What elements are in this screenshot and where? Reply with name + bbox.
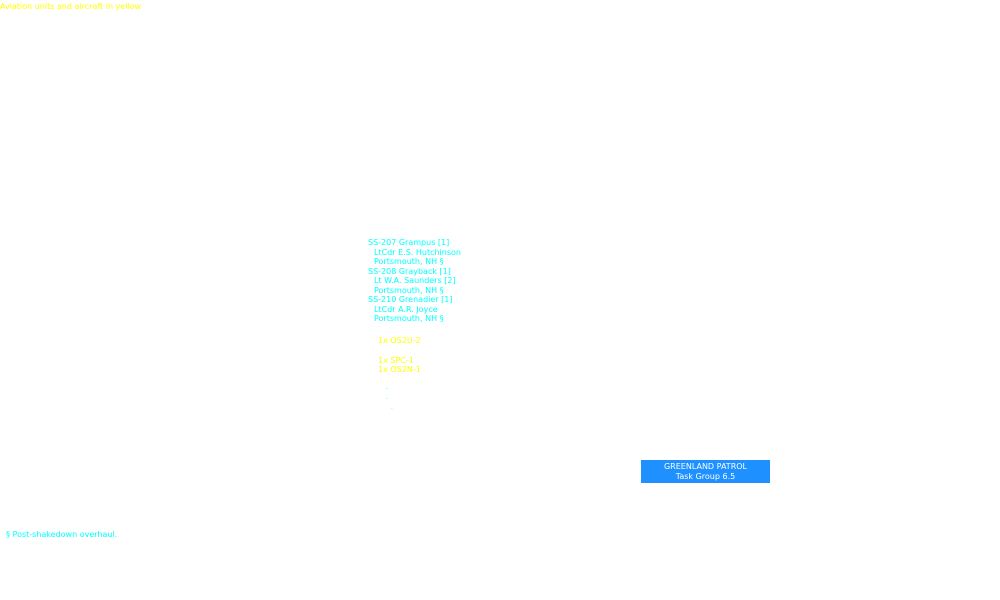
ship-commander: LtCdr E.S. Hutchinson [374,247,461,257]
ship-list: SS-207 Grampus [1] LtCdr E.S. Hutchinson… [368,238,461,324]
dot-mark: . [386,384,388,391]
ship-entry: SS-207 Grampus [1] LtCdr E.S. Hutchinson… [368,238,461,267]
patrol-box[interactable]: GREENLAND PATROL Task Group 6.5 [641,460,770,483]
ship-name[interactable]: SS-208 Grayback [1] [368,266,451,276]
aircraft-item: 1x SPC-1 [378,355,414,365]
ship-base: Portsmouth, NH § [374,285,444,295]
ship-entry: SS-210 Grenadier [1] LtCdr A.R. Joyce Po… [368,295,461,324]
separator-dots: . . . [386,383,393,413]
ship-name[interactable]: SS-210 Grenadier [1] [368,295,453,304]
ship-commander: Lt W.A. Saunders [2] [374,276,456,285]
legend-note: Aviation units and aircraft in yellow [0,2,142,11]
aircraft-item: 1x OS2U-2 [378,336,421,345]
aircraft-item: 1x OS2N-1 [378,365,421,374]
aircraft-gap [378,346,421,356]
ship-base: Portsmouth, NH § [374,314,444,323]
patrol-subtitle: Task Group 6.5 [675,472,736,481]
patrol-title: GREENLAND PATROL [663,462,747,471]
ship-entry: SS-208 Grayback [1] Lt W.A. Saunders [2]… [368,267,461,296]
dot-mark: . [391,404,393,411]
footnote: § Post-shakedown overhaul. [6,530,118,539]
ship-base: Portsmouth, NH § [374,257,444,266]
dot-mark: . [386,394,388,401]
ship-name[interactable]: SS-207 Grampus [1] [368,238,450,247]
ship-commander: LtCdr A.R. Joyce [374,304,438,314]
aircraft-list: 1x OS2U-2 1x SPC-1 1x OS2N-1 [378,336,421,375]
